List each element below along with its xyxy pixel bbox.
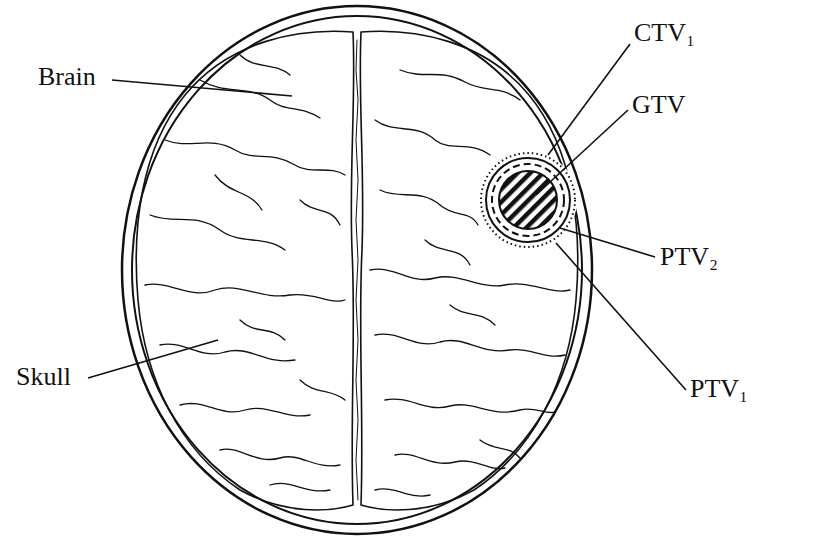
brain-label: Brain [38,62,96,92]
volume-label: PTV₁ [690,374,748,404]
ptv1-circle [481,153,575,247]
skull-outer [122,6,592,534]
volume-label: PTV₂ [660,242,718,272]
ctv1-circle [486,158,570,242]
skull-label: Skull [16,362,71,392]
volume-label: GTV [632,90,685,120]
ptv2-circle [492,164,564,236]
skull-inner [132,16,582,524]
brain-gyri [145,55,570,496]
brain-hemispheres [136,31,577,510]
volume-label: CTV₁ [634,18,695,48]
leader-lines [88,44,686,390]
gtv-circle [499,171,557,229]
